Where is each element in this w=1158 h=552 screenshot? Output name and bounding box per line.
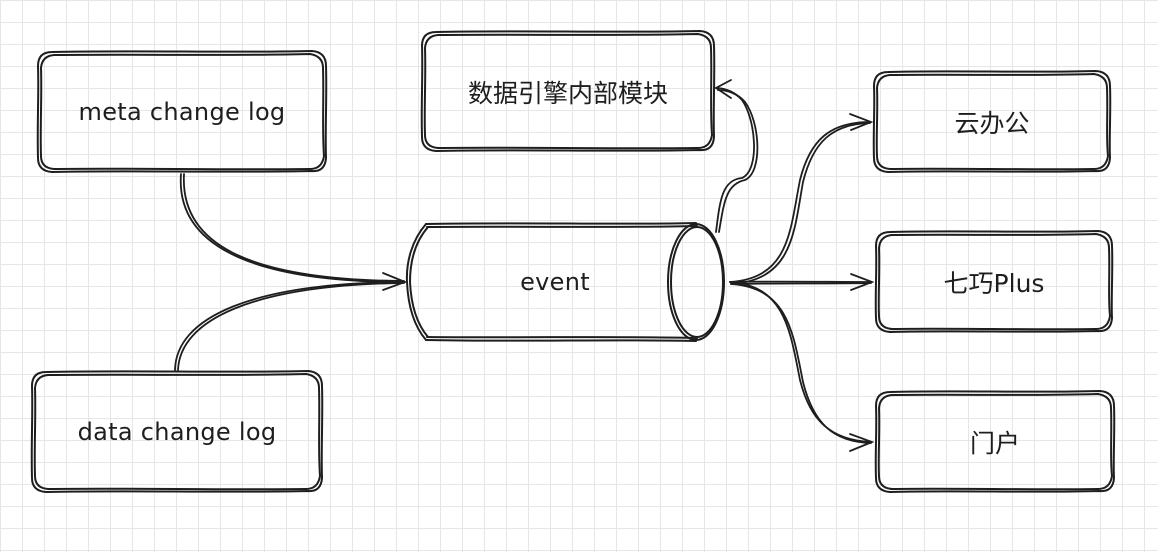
arrow-data-to-event <box>174 281 405 371</box>
data-engine-module-box <box>420 30 716 152</box>
qiqiao-plus-box <box>874 230 1114 333</box>
portal-box <box>874 390 1116 493</box>
arrow-event-to-portal <box>729 281 875 452</box>
arrow-event-to-engine <box>714 79 759 233</box>
arrow-event-to-qiqiao <box>729 273 875 291</box>
event-cylinder <box>405 222 725 342</box>
cloud-office-box <box>872 70 1112 173</box>
arrow-event-to-cloud-office <box>729 113 874 285</box>
arrow-meta-to-event <box>179 173 408 291</box>
data-change-log-box <box>30 370 324 493</box>
meta-change-log-box <box>36 50 328 173</box>
